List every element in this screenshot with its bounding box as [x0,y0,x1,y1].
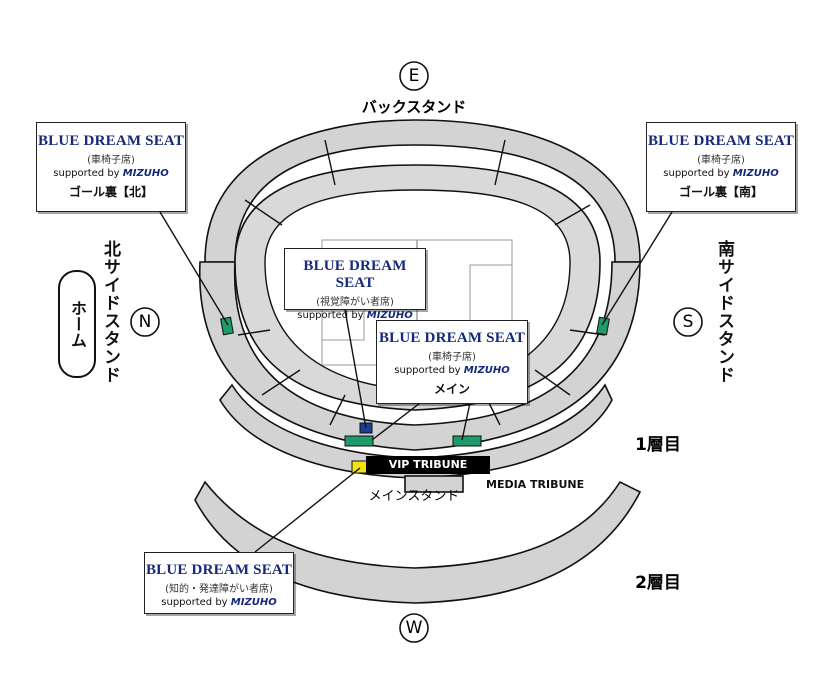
card-main-wheelchair: BLUE DREAM SEAT (車椅子席) supported by MIZU… [376,320,528,404]
home-badge: ホーム [58,270,96,378]
north-stand-label: 北サイドスタンド [100,240,120,384]
card-visual-impaired: BLUE DREAM SEAT (視覚障がい者席) supported by M… [284,248,426,321]
card-intellectual-disability: BLUE DREAM SEAT (知的・発達障がい者席) supported b… [144,552,294,614]
second-tier-stand [194,480,642,604]
main-stand-label: メインスタンド [369,489,460,504]
vip-tribune-label: VIP TRIBUNE [366,456,490,474]
first-tier-stand-lower [198,261,641,451]
svg-text:W: W [406,618,423,638]
compass-west: W [399,613,429,643]
leader-lines [159,211,673,553]
media-tribune-label: MEDIA TRIBUNE [486,478,585,491]
svg-text:S: S [683,312,694,332]
svg-text:N: N [139,312,152,332]
seat-main-wheelchair-1 [344,435,374,447]
seat-main-wheelchair-2 [452,435,482,447]
tier-1-label: 1層目 [635,435,681,455]
seat-north-wheelchair [220,316,234,336]
back-stand-label: バックスタンド [362,98,467,116]
south-stand-label: 南サイドスタンド [714,240,734,384]
main-front-stand [219,383,613,479]
compass-south: S [673,307,703,337]
card-south-goal: BLUE DREAM SEAT (車椅子席) supported by MIZU… [646,122,796,212]
compass-east: E [399,61,429,91]
card-north-goal: BLUE DREAM SEAT (車椅子席) supported by MIZU… [36,122,186,212]
seat-south-wheelchair [596,316,610,336]
compass-north: N [130,307,160,337]
tier-2-label: 2層目 [635,573,681,593]
svg-text:E: E [409,66,420,86]
